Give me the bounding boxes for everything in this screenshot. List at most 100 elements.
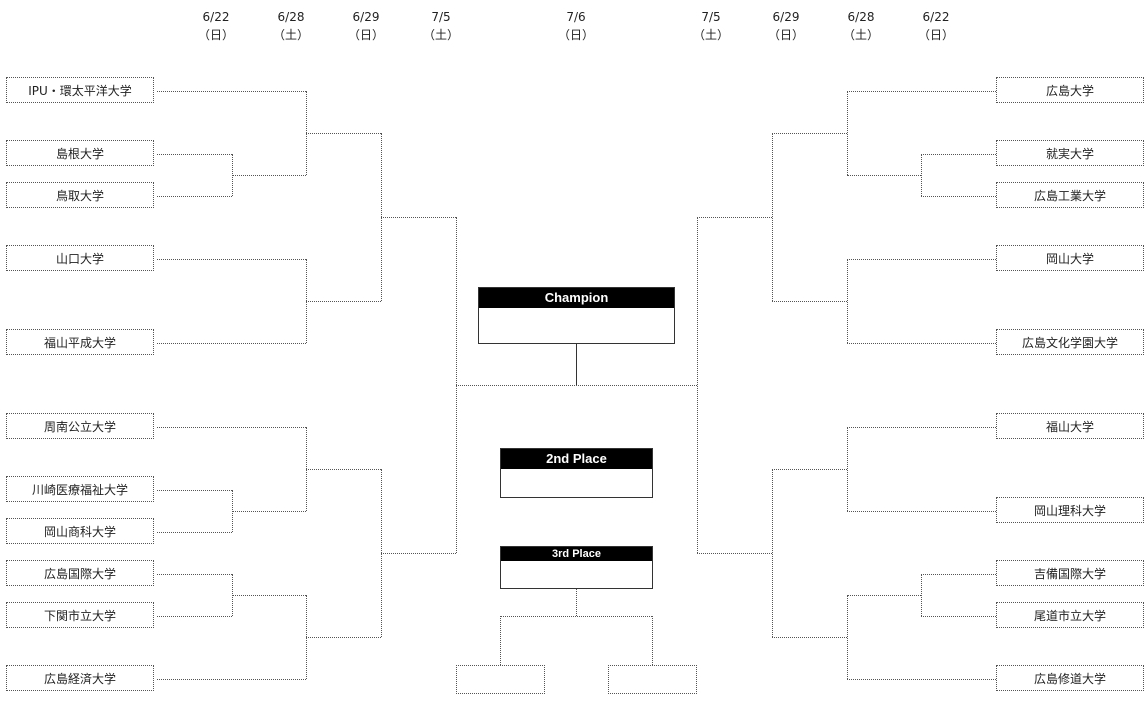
team-name: 就実大学: [1045, 146, 1094, 161]
bracket-line: [157, 490, 232, 491]
bracket-line: [772, 133, 773, 301]
team-name: IPU・環太平洋大学: [28, 83, 132, 98]
team-box: 就実大学: [996, 140, 1144, 166]
team-box: 吉備国際大学: [996, 560, 1144, 586]
team-name: 周南公立大学: [43, 419, 116, 434]
bracket-line: [847, 259, 848, 343]
team-name: 広島文化学園大学: [1021, 335, 1118, 350]
third-place-label: 3rd Place: [501, 547, 652, 561]
date-left-1: 6/22（日）: [197, 10, 234, 42]
team-name: 山口大学: [55, 251, 104, 266]
bracket-line: [381, 553, 456, 554]
team-name: 広島国際大学: [43, 566, 116, 581]
team-box: 島根大学: [6, 140, 154, 166]
bracket-line: [772, 469, 847, 470]
team-name: 福山大学: [1045, 419, 1094, 434]
date-left-3: 6/29（日）: [347, 10, 384, 42]
team-box: 広島国際大学: [6, 560, 154, 586]
bracket-line: [306, 637, 381, 638]
team-name: 岡山大学: [1045, 251, 1094, 266]
bracket-line: [921, 574, 922, 616]
bracket-line: [157, 616, 232, 617]
bracket-line: [306, 133, 381, 134]
bracket-line: [847, 91, 848, 175]
team-name: 広島工業大学: [1033, 188, 1106, 203]
bracket-line: [456, 385, 697, 386]
team-name: 岡山商科大学: [43, 524, 116, 539]
team-name: 岡山理科大学: [1033, 503, 1106, 518]
bracket-line: [157, 91, 306, 92]
bracket-line: [157, 196, 232, 197]
bracket-line: [772, 301, 847, 302]
team-box: 岡山商科大学: [6, 518, 154, 544]
team-name: 広島経済大学: [43, 671, 116, 686]
team-box: 広島経済大学: [6, 665, 154, 691]
team-box: 鳥取大学: [6, 182, 154, 208]
team-box: 広島文化学園大学: [996, 329, 1144, 355]
bracket-line: [697, 217, 698, 553]
bracket-line: [847, 427, 996, 428]
bracket-line: [921, 616, 996, 617]
third-place-slot-right: [608, 665, 697, 694]
bracket-line: [921, 196, 996, 197]
team-name: 広島大学: [1045, 83, 1094, 98]
bracket-line: [921, 154, 922, 196]
team-box: 川崎医療福祉大学: [6, 476, 154, 502]
bracket-line: [500, 616, 652, 617]
bracket-line: [847, 511, 996, 512]
bracket-line: [652, 616, 653, 665]
date-right-3: 6/28（土）: [842, 10, 879, 42]
bracket-line: [921, 574, 996, 575]
bracket-line: [772, 469, 773, 637]
team-box: 広島大学: [996, 77, 1144, 103]
team-name: 尾道市立大学: [1033, 608, 1106, 623]
team-box: 福山平成大学: [6, 329, 154, 355]
bracket-line: [157, 343, 306, 344]
second-place-label: 2nd Place: [501, 449, 652, 469]
date-left-4: 7/5（土）: [422, 10, 459, 42]
champion-label: Champion: [479, 288, 674, 308]
bracket-line: [232, 595, 306, 596]
team-box: 尾道市立大学: [996, 602, 1144, 628]
bracket-line: [157, 154, 232, 155]
bracket-line: [847, 175, 921, 176]
date-left-2: 6/28（土）: [272, 10, 309, 42]
champion-box: Champion: [478, 287, 675, 344]
date-right-1: 7/5（土）: [692, 10, 729, 42]
date-final: 7/6（日）: [557, 10, 594, 42]
third-place-slot-left: [456, 665, 545, 694]
team-name: 島根大学: [55, 146, 104, 161]
second-place-box: 2nd Place: [500, 448, 653, 498]
team-box: 周南公立大学: [6, 413, 154, 439]
bracket-line: [847, 259, 996, 260]
team-name: 下関市立大学: [43, 608, 116, 623]
team-box: 岡山理科大学: [996, 497, 1144, 523]
bracket-line: [500, 616, 501, 665]
bracket-line: [157, 427, 306, 428]
bracket-line: [157, 574, 232, 575]
bracket-line: [157, 679, 306, 680]
date-right-2: 6/29（日）: [767, 10, 804, 42]
team-box: 下関市立大学: [6, 602, 154, 628]
bracket-line: [232, 511, 306, 512]
third-place-box: 3rd Place: [500, 546, 653, 589]
team-box: 山口大学: [6, 245, 154, 271]
team-name: 広島修道大学: [1033, 671, 1106, 686]
bracket-line: [381, 217, 456, 218]
bracket-line: [157, 532, 232, 533]
bracket-line: [306, 469, 381, 470]
team-box: 福山大学: [996, 413, 1144, 439]
bracket-line: [847, 91, 996, 92]
bracket-line: [847, 595, 848, 679]
bracket-line: [847, 679, 996, 680]
bracket-line: [576, 343, 577, 385]
team-box: IPU・環太平洋大学: [6, 77, 154, 103]
team-name: 鳥取大学: [55, 188, 104, 203]
bracket-line: [847, 427, 848, 511]
bracket-line: [697, 217, 772, 218]
team-box: 広島工業大学: [996, 182, 1144, 208]
bracket-line: [306, 301, 381, 302]
team-name: 川崎医療福祉大学: [31, 482, 128, 497]
bracket-line: [921, 154, 996, 155]
bracket-line: [847, 595, 921, 596]
